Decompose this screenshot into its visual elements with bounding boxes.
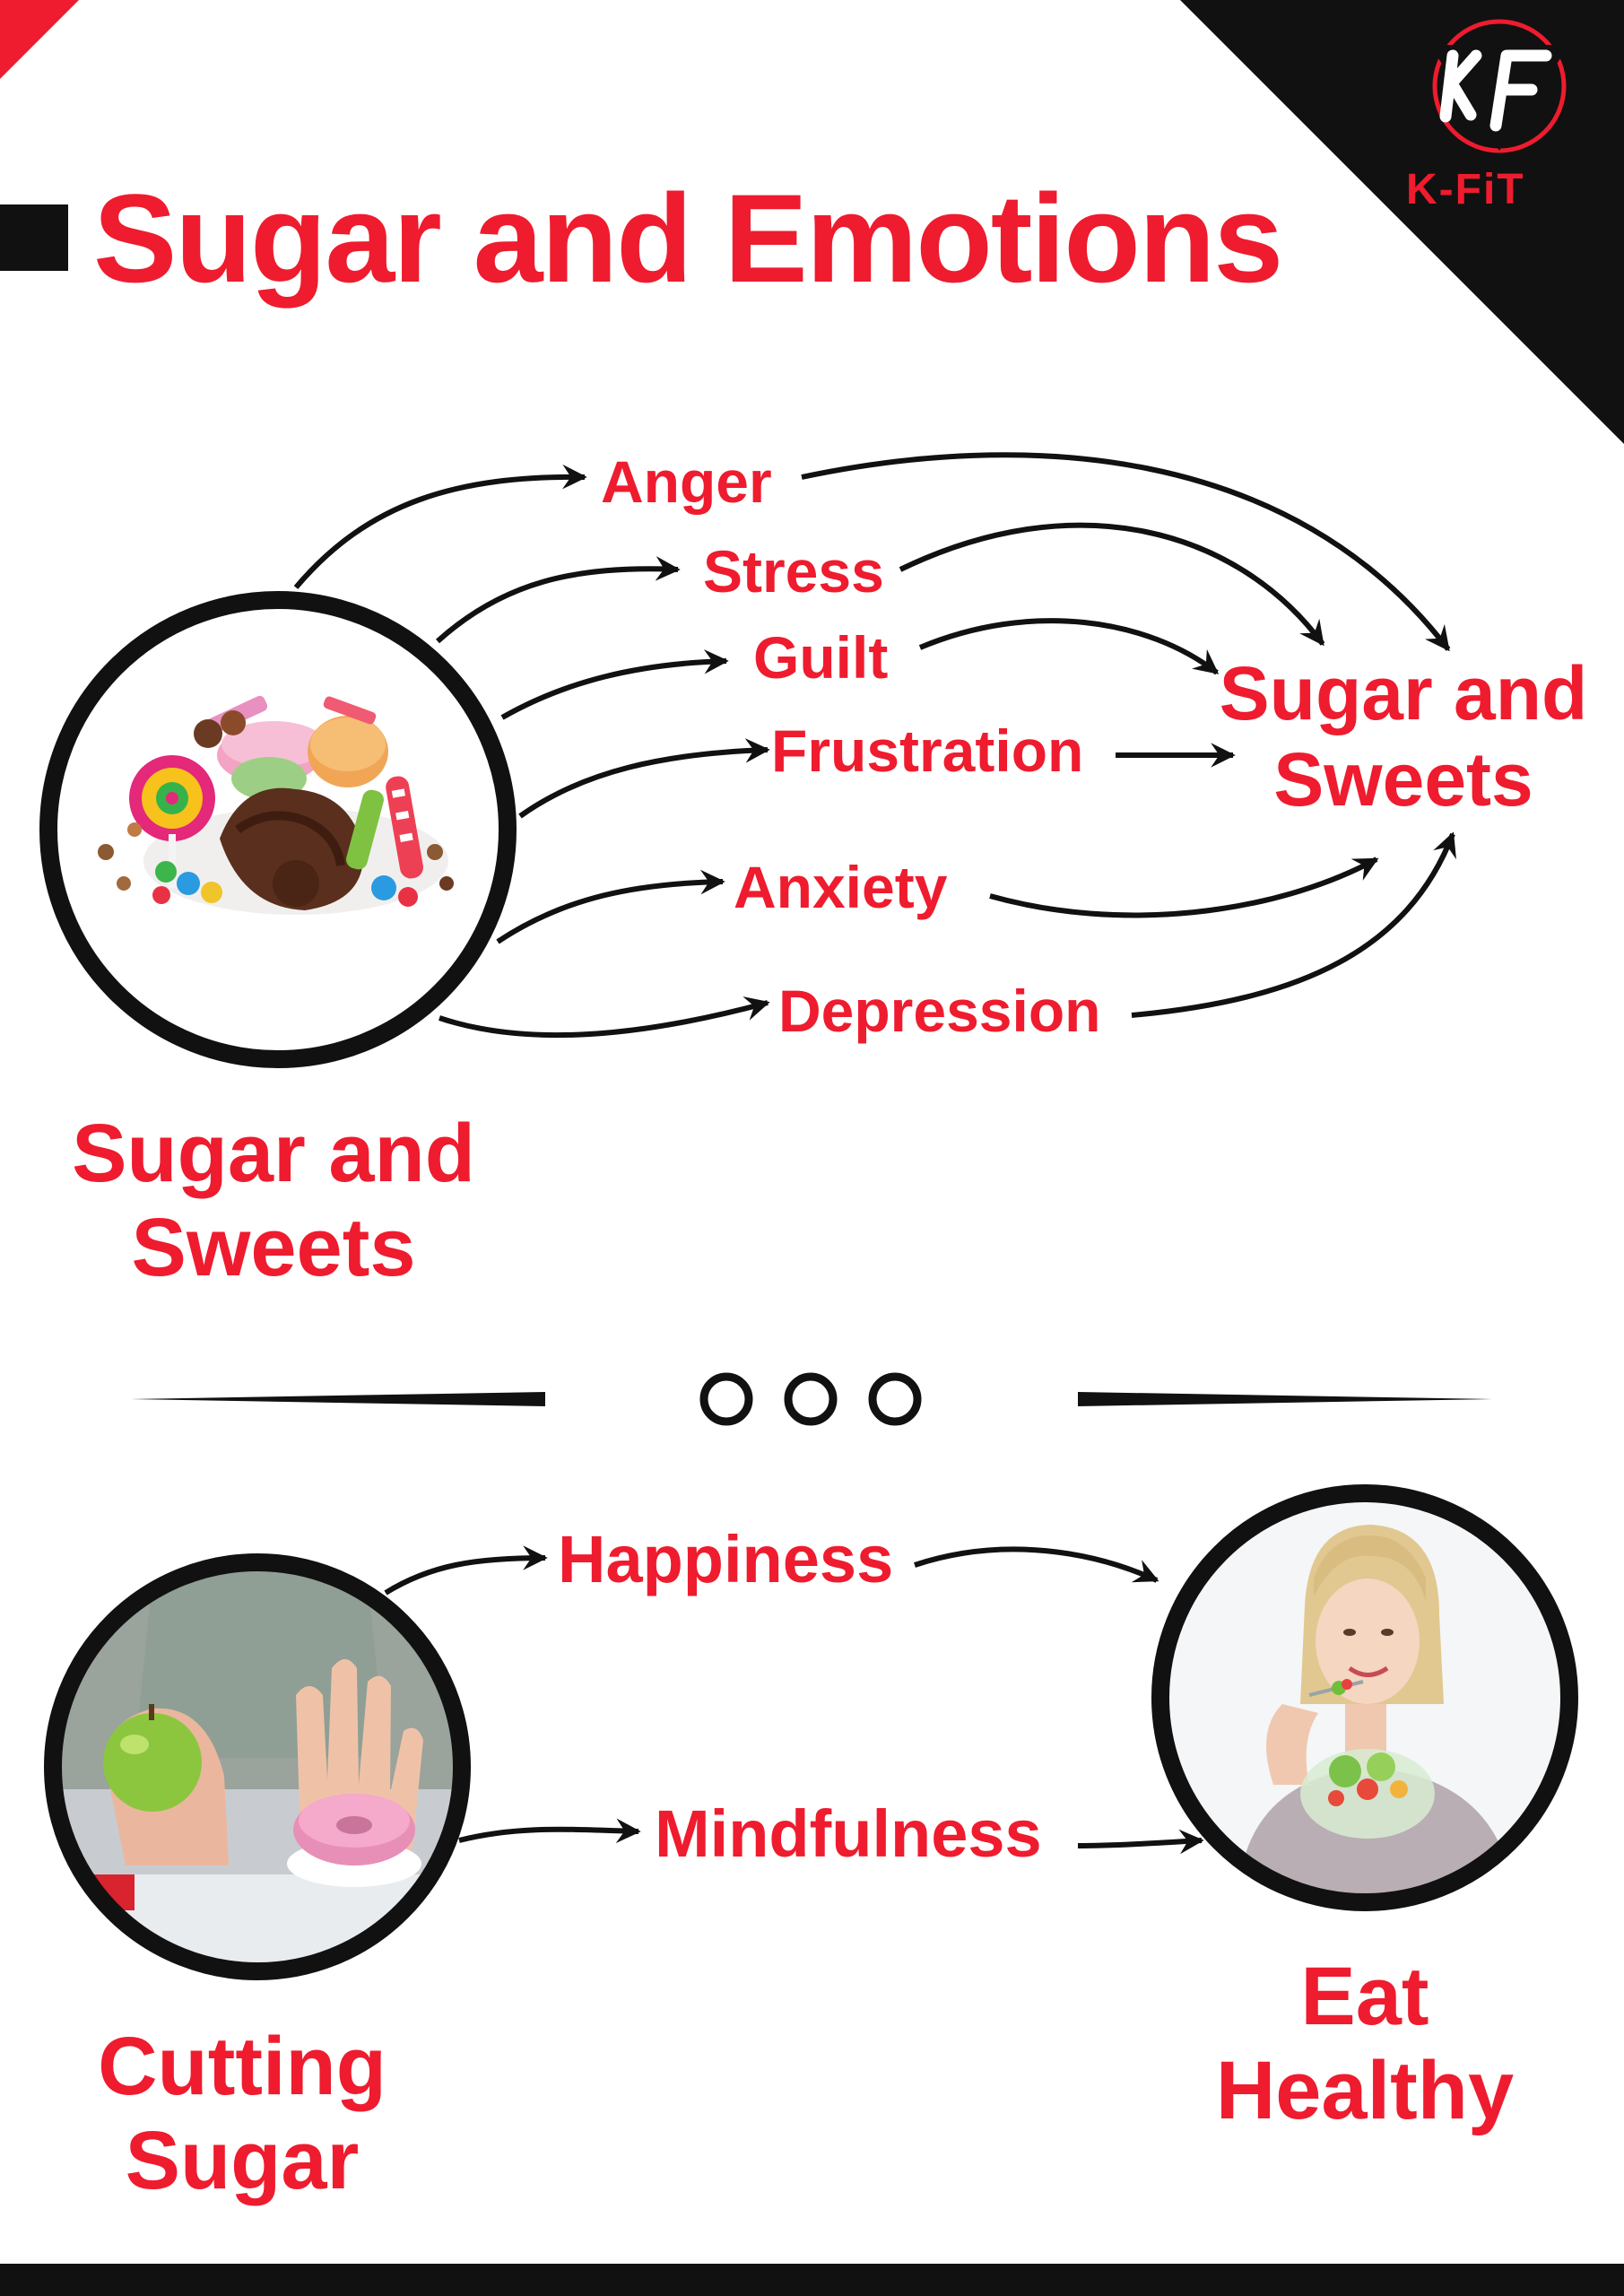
target-label-sugar-sweets: Sugar and Sweets (1219, 651, 1588, 822)
arrow-to-happiness (384, 1545, 548, 1596)
bottom-arrows (384, 1545, 1204, 1855)
apple-refusing-donut-image (44, 1553, 471, 1980)
kf-triangle-logo-icon (1429, 19, 1569, 153)
emotion-label-guilt: Guilt (753, 624, 889, 691)
section-divider (131, 1372, 1492, 1426)
bottom-bar (0, 2264, 1624, 2296)
target-arrows (801, 452, 1456, 1018)
emotion-label-stress: Stress (703, 538, 884, 604)
source-label-sugar-sweets: Sugar and Sweets (72, 1108, 475, 1293)
arrow-to-guilt (500, 648, 729, 720)
title-bullet-square (0, 204, 68, 271)
emotion-label-frustration: Frustration (771, 718, 1084, 784)
woman-eating-salad-image (1151, 1484, 1578, 1911)
arrow-from-anxiety (989, 857, 1379, 918)
emotion-label-mindfulness: Mindfulness (655, 1796, 1042, 1871)
emotion-label-happiness: Happiness (558, 1522, 894, 1596)
arrow-to-stress (435, 556, 681, 644)
arrow-from-happiness (914, 1546, 1159, 1583)
three-circles-icon (699, 1372, 922, 1426)
arrow-from-anger (801, 452, 1451, 652)
emotion-label-anxiety: Anxiety (734, 854, 948, 920)
arrow-to-anger (293, 464, 587, 589)
arrow-from-depression (1131, 831, 1456, 1018)
arrow-from-stress (899, 522, 1325, 647)
target-label-eat-healthy: Eat Healthy (1215, 1951, 1515, 2136)
emotion-label-depression: Depression (778, 978, 1101, 1044)
arrow-from-mindfulness (1077, 1829, 1204, 1855)
arrow-to-anxiety (496, 869, 725, 944)
page-title: Sugar and Emotions (93, 168, 1283, 309)
candy-sweets-pile-image (39, 591, 517, 1068)
source-label-cutting-sugar: Cutting Sugar (98, 2021, 386, 2206)
arrow-to-mindfulness (458, 1818, 641, 1844)
emotion-label-anger: Anger (601, 448, 772, 515)
arrow-from-guilt (918, 618, 1220, 675)
red-corner-triangle (0, 0, 79, 79)
brand-name: K-FiT (1406, 166, 1525, 213)
source-arrows (293, 464, 770, 1039)
arrow-to-depression (439, 996, 770, 1039)
arrow-to-frustration (518, 738, 770, 819)
